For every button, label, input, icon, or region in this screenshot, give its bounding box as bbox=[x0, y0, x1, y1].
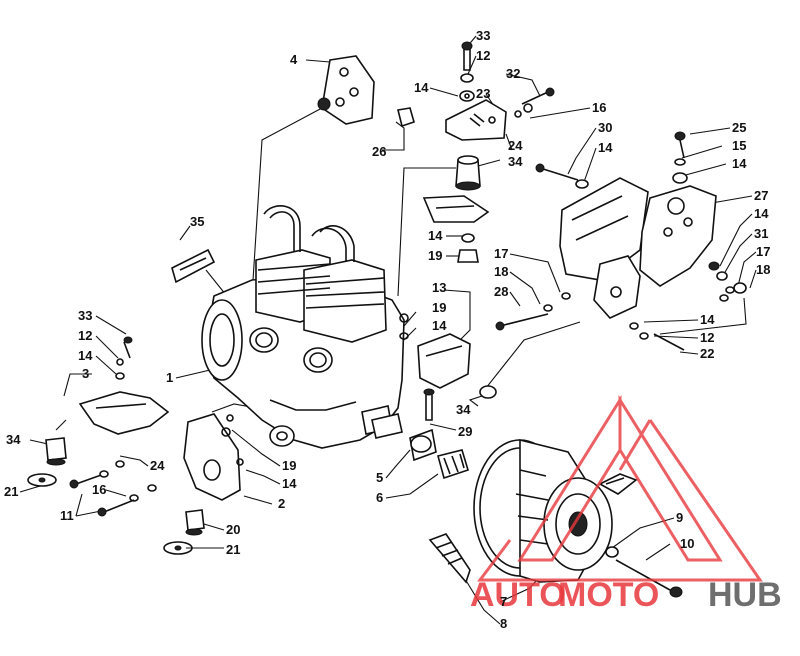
callout-14-right: 14 bbox=[754, 206, 769, 221]
callout-34-top: 34 bbox=[508, 154, 523, 169]
callout-33-left: 33 bbox=[78, 308, 92, 323]
left-mount-bracket bbox=[27, 336, 170, 487]
rear-mount-bracket bbox=[559, 177, 717, 319]
callout-14-top: 14 bbox=[414, 80, 429, 95]
callout-34-mid: 34 bbox=[456, 402, 471, 417]
callout-16-top: 16 bbox=[592, 100, 606, 115]
callout-14-right-top: 14 bbox=[732, 156, 747, 171]
engine-block bbox=[201, 205, 405, 449]
callout-14-left-stack: 14 bbox=[428, 228, 443, 243]
callout-23: 23 bbox=[476, 86, 490, 101]
callout-15: 15 bbox=[732, 138, 746, 153]
mid-mount-bracket bbox=[399, 313, 497, 421]
callout-14-lower: 14 bbox=[282, 476, 297, 491]
callout-1: 1 bbox=[166, 370, 173, 385]
callout-7: 7 bbox=[500, 594, 507, 609]
callout-2: 2 bbox=[278, 496, 285, 511]
callout-labels: 33 12 32 14 23 16 4 26 24 34 30 14 25 15… bbox=[4, 28, 770, 631]
callout-6: 6 bbox=[376, 490, 383, 505]
lower-mount-bracket bbox=[163, 413, 244, 555]
callout-27: 27 bbox=[754, 188, 768, 203]
callout-17-left: 17 bbox=[494, 246, 508, 261]
callout-19-lower: 19 bbox=[282, 458, 296, 473]
callout-12-lower-right: 12 bbox=[700, 330, 714, 345]
watermark-word-moto: MOTO bbox=[558, 576, 659, 614]
callout-4: 4 bbox=[290, 52, 298, 67]
watermark-word-hub: HUB bbox=[708, 576, 782, 614]
callout-29: 29 bbox=[458, 424, 472, 439]
rear-mount-hardware bbox=[495, 131, 747, 351]
callout-24-top: 24 bbox=[508, 138, 523, 153]
callout-11: 11 bbox=[60, 508, 74, 523]
watermark-triangle-icon bbox=[477, 394, 763, 582]
callout-18-right: 18 bbox=[756, 262, 770, 277]
callout-32: 32 bbox=[506, 66, 520, 81]
callout-22: 22 bbox=[700, 346, 714, 361]
callout-10: 10 bbox=[680, 536, 694, 551]
callout-19-left-stack: 19 bbox=[428, 248, 442, 263]
callout-5: 5 bbox=[376, 470, 383, 485]
callout-34-left: 34 bbox=[6, 432, 21, 447]
callout-21-left: 21 bbox=[4, 484, 18, 499]
decal-35 bbox=[171, 248, 216, 284]
coupler-parts bbox=[409, 428, 469, 480]
callout-20: 20 bbox=[226, 522, 240, 537]
callout-33-top: 33 bbox=[476, 28, 490, 43]
callout-21-lower: 21 bbox=[226, 542, 240, 557]
callout-12-left: 12 bbox=[78, 328, 92, 343]
callout-25: 25 bbox=[732, 120, 746, 135]
callout-35: 35 bbox=[190, 214, 204, 229]
drive-belt bbox=[428, 473, 638, 584]
callout-28: 28 bbox=[494, 284, 508, 299]
front-mount-bracket bbox=[317, 55, 375, 125]
callout-30: 30 bbox=[598, 120, 612, 135]
callout-8: 8 bbox=[500, 616, 507, 631]
callout-14-mid: 14 bbox=[432, 318, 447, 333]
callout-14-plate: 14 bbox=[598, 140, 613, 155]
callout-31: 31 bbox=[754, 226, 768, 241]
callout-17-right: 17 bbox=[756, 244, 770, 259]
left-bolts bbox=[69, 460, 157, 517]
callout-3: 3 bbox=[82, 366, 89, 381]
callout-26: 26 bbox=[372, 144, 386, 159]
callout-14-lower-right: 14 bbox=[700, 312, 715, 327]
top-mount-hardware bbox=[422, 41, 555, 263]
callout-12-top: 12 bbox=[476, 48, 490, 63]
clip-26 bbox=[397, 107, 415, 128]
callout-9: 9 bbox=[676, 510, 683, 525]
callout-24-left: 24 bbox=[150, 458, 165, 473]
callout-18-left: 18 bbox=[494, 264, 508, 279]
callout-13: 13 bbox=[432, 280, 446, 295]
watermark-logo: AUTO MOTO HUB bbox=[470, 394, 782, 614]
callout-19-mid: 19 bbox=[432, 300, 446, 315]
watermark-word-auto: AUTO bbox=[470, 576, 566, 614]
callout-14-left: 14 bbox=[78, 348, 93, 363]
callout-16-left: 16 bbox=[92, 482, 106, 497]
